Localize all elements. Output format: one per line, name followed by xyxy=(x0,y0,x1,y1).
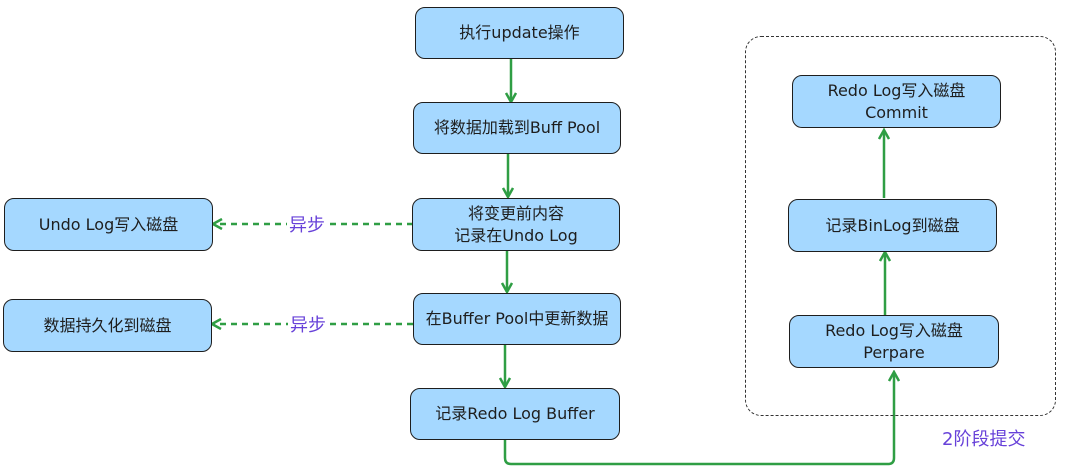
node-undo-record[interactable]: 将变更前内容 记录在Undo Log xyxy=(412,198,620,251)
node-redo-buffer[interactable]: 记录Redo Log Buffer xyxy=(410,388,620,440)
label-async-1: 异步 xyxy=(287,211,327,237)
arrow-redo-to-prepare xyxy=(503,372,894,466)
node-load-buffer[interactable]: 将数据加载到Buff Pool xyxy=(413,102,621,154)
node-data-persist-text: 数据持久化到磁盘 xyxy=(43,315,172,335)
node-redo-commit[interactable]: Redo Log写入磁盘 Commit xyxy=(792,75,1001,128)
node-undo-disk[interactable]: Undo Log写入磁盘 xyxy=(4,198,213,251)
node-binlog-disk[interactable]: 记录BinLog到磁盘 xyxy=(788,199,997,252)
node-undo-record-line1: 将变更前内容 xyxy=(467,203,564,223)
node-undo-record-line2: 记录在Undo Log xyxy=(454,225,578,245)
node-data-persist[interactable]: 数据持久化到磁盘 xyxy=(3,299,212,352)
node-redo-commit-line2: Commit xyxy=(865,102,928,122)
label-two-phase: 2阶段提交 xyxy=(940,425,1028,451)
two-phase-commit-group xyxy=(745,36,1056,416)
node-redo-prepare-line2: Perpare xyxy=(863,342,925,362)
node-redo-commit-line1: Redo Log写入磁盘 xyxy=(827,80,966,100)
node-exec-update[interactable]: 执行update操作 xyxy=(415,7,624,59)
node-redo-prepare-line1: Redo Log写入磁盘 xyxy=(825,320,963,340)
node-exec-update-text: 执行update操作 xyxy=(459,23,580,42)
label-async-2: 异步 xyxy=(288,311,328,337)
node-redo-buffer-text: 记录Redo Log Buffer xyxy=(435,404,595,423)
node-undo-disk-text: Undo Log写入磁盘 xyxy=(38,214,179,234)
node-load-buffer-text: 将数据加载到Buff Pool xyxy=(433,118,601,137)
node-redo-prepare[interactable]: Redo Log写入磁盘 Perpare xyxy=(789,315,999,368)
node-update-buffer-text: 在Buffer Pool中更新数据 xyxy=(425,309,609,328)
node-update-buffer[interactable]: 在Buffer Pool中更新数据 xyxy=(413,293,621,345)
node-binlog-disk-text: 记录BinLog到磁盘 xyxy=(825,215,960,235)
